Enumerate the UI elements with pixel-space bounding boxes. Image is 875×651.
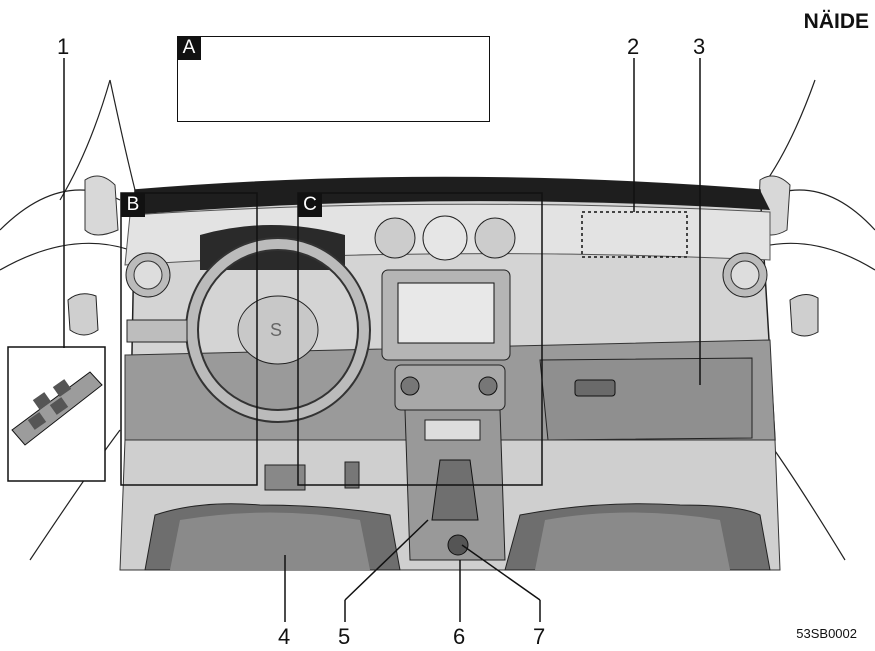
svg-text:S: S <box>270 320 282 340</box>
callout-6: 6 <box>453 624 466 649</box>
callout-1: 1 <box>57 34 70 59</box>
callout-2: 2 <box>627 34 640 59</box>
area-a-box <box>177 36 490 122</box>
area-a-label: A <box>177 36 201 60</box>
callout-7: 7 <box>533 624 546 649</box>
area-b-label: B <box>121 193 145 217</box>
callout-4: 4 <box>278 624 291 649</box>
page-title: NÄIDE <box>803 10 869 33</box>
area-c-label: C <box>298 193 322 217</box>
figure-code: 53SB0002 <box>796 626 857 641</box>
callout-3: 3 <box>693 34 706 59</box>
callout-5: 5 <box>338 624 351 649</box>
